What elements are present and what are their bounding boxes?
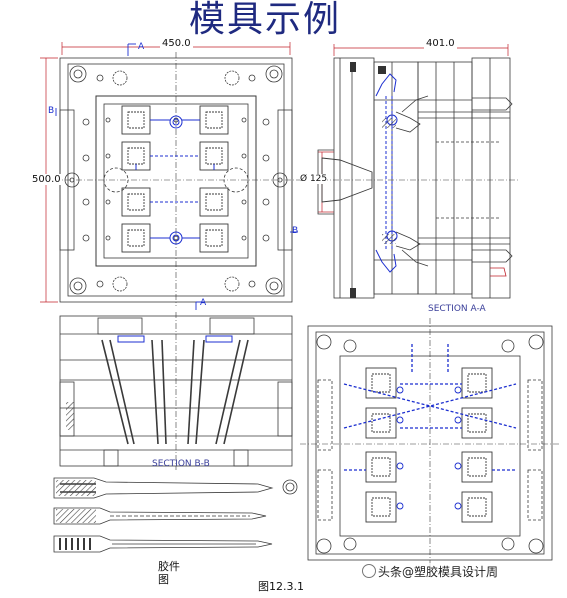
dimension-label-401: 401.0 [424, 38, 457, 49]
section-b-b-view [59, 312, 293, 470]
gate-points [396, 386, 462, 510]
dimension-label-diameter: Ø 125 [300, 174, 328, 184]
ejector-rods [418, 97, 513, 277]
section-a-a-label: SECTION A-A [428, 304, 486, 314]
section-marker-b-right: B [292, 226, 299, 236]
plan-view [40, 42, 300, 310]
section-marker-a-top: A [138, 42, 145, 52]
molded-part-drawings [53, 477, 298, 553]
dimension-width-401 [333, 44, 509, 56]
dimension-label-450: 450.0 [160, 38, 193, 49]
watermark-text: 头条@塑胶模具设计周 [378, 565, 499, 579]
core-pins [395, 95, 429, 267]
runner-system [135, 115, 215, 245]
dimension-label-500: 500.0 [32, 174, 61, 185]
section-marker-a-bottom: A [200, 298, 207, 308]
cooling-channels [343, 344, 517, 471]
figure-caption: 图12.3.1 [258, 580, 304, 593]
page-title: 模具示例 [188, 0, 341, 40]
section-b-b-label: SECTION B-B [152, 459, 210, 469]
corner-bolts-lower [316, 334, 544, 554]
section-markers [55, 43, 298, 310]
angle-lifters [101, 339, 249, 445]
watermark: 头条@塑胶模具设计周 [362, 563, 562, 580]
ejector-side-plan-view [300, 318, 560, 566]
watermark-logo-icon [362, 564, 376, 578]
part-caption: 胶件 图 [158, 560, 180, 586]
corner-bolts [69, 65, 283, 295]
cavity-blocks-lower [365, 367, 493, 523]
side-screws [64, 118, 288, 242]
section-marker-b-left: B [48, 106, 55, 116]
section-a-a-view [300, 44, 520, 299]
ejector-pins [105, 117, 247, 241]
